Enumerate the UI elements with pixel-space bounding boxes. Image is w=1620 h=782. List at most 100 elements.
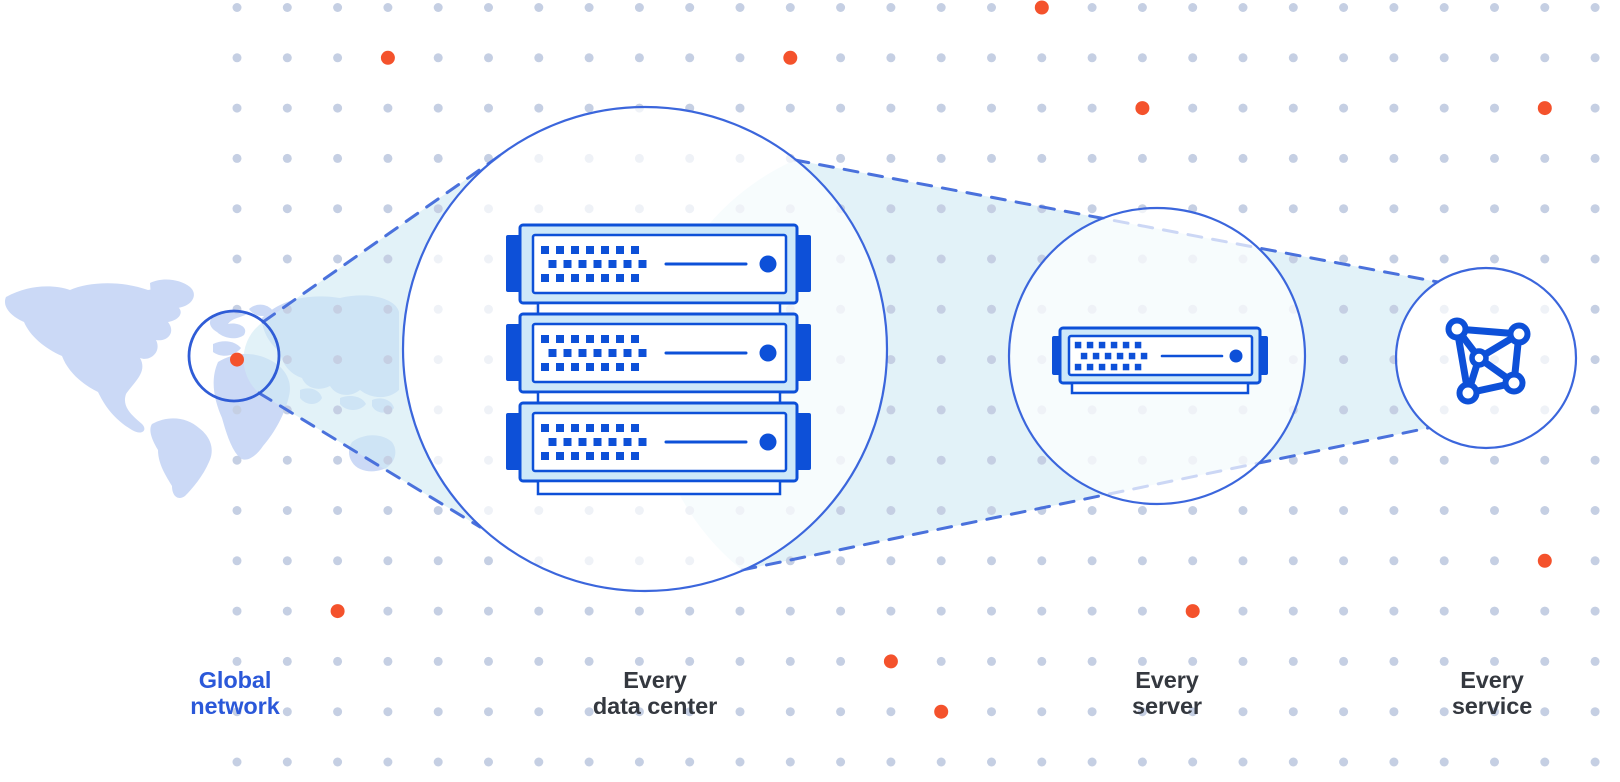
- background-dot: [333, 355, 343, 365]
- background-dot: [433, 204, 443, 214]
- background-dot: [836, 606, 846, 616]
- background-dot: [1490, 506, 1499, 515]
- accent-dot: [1537, 553, 1552, 568]
- stage-label-every-data-center: Every data center: [592, 667, 718, 719]
- background-dot: [1137, 556, 1147, 566]
- background-dot: [886, 53, 896, 63]
- led-dot: [1086, 341, 1094, 349]
- background-dot: [282, 606, 292, 616]
- led-dot: [1086, 363, 1094, 371]
- background-dot: [1037, 757, 1047, 767]
- background-dot: [1288, 556, 1298, 566]
- background-dot: [936, 204, 946, 214]
- background-dot: [1188, 707, 1198, 717]
- background-dot: [1389, 606, 1399, 616]
- background-dot: [282, 355, 292, 365]
- background-dot: [1590, 103, 1600, 113]
- background-dot: [1087, 204, 1097, 214]
- background-dot: [987, 304, 996, 314]
- background-dot: [1540, 455, 1550, 465]
- background-dot: [1137, 707, 1147, 717]
- background-dot: [1037, 455, 1047, 465]
- background-dot: [433, 656, 443, 666]
- background-dot: [433, 103, 443, 113]
- background-dot: [1590, 455, 1600, 465]
- dashed-line-bottom-right: [740, 426, 1430, 572]
- rack-base: [536, 479, 782, 496]
- background-dot: [1439, 204, 1449, 214]
- stage-label-every-server: Every server: [1132, 667, 1202, 719]
- background-dot: [1439, 53, 1449, 63]
- background-dot: [1087, 606, 1097, 616]
- background-dot: [383, 656, 393, 666]
- background-dot: [584, 606, 594, 616]
- accent-dot: [1185, 604, 1200, 619]
- background-dot: [1540, 3, 1550, 12]
- background-dot: [1137, 3, 1147, 12]
- background-dot: [634, 707, 644, 717]
- background-dot: [1339, 304, 1349, 314]
- background-dot: [886, 757, 896, 767]
- background-dot: [1087, 3, 1097, 12]
- background-dot: [584, 103, 594, 113]
- background-dot: [1389, 556, 1399, 566]
- background-dot: [1339, 355, 1349, 365]
- map-highlight-circle: [187, 309, 281, 403]
- background-dot: [634, 606, 644, 616]
- background-dot: [987, 656, 996, 666]
- background-dot: [1037, 53, 1047, 63]
- background-dot: [1540, 53, 1550, 63]
- background-dot: [836, 707, 846, 717]
- background-dot: [936, 3, 946, 12]
- background-dot: [735, 757, 745, 767]
- background-dot: [1037, 707, 1047, 717]
- led-dot: [1104, 352, 1112, 360]
- background-dot: [1339, 455, 1349, 465]
- background-dot: [1490, 707, 1499, 717]
- background-dot: [1037, 103, 1047, 113]
- background-dot: [333, 254, 343, 264]
- background-dot: [1339, 3, 1349, 12]
- accent-dot: [330, 604, 345, 619]
- background-dot: [232, 204, 242, 214]
- led-dot: [1134, 363, 1142, 371]
- background-dot: [1288, 153, 1298, 163]
- background-dot: [1389, 204, 1399, 214]
- accent-dot: [883, 654, 898, 669]
- background-dot: [836, 3, 846, 12]
- background-dot: [1590, 53, 1600, 63]
- led-dot: [1098, 363, 1106, 371]
- background-dot: [232, 3, 242, 12]
- background-dot: [936, 355, 946, 365]
- led-dot: [1140, 352, 1148, 360]
- background-dot: [987, 405, 996, 415]
- background-dot: [232, 405, 242, 415]
- background-dot: [433, 506, 443, 515]
- background-dot: [1238, 506, 1248, 515]
- background-dot: [987, 455, 996, 465]
- led-dot: [1074, 341, 1082, 349]
- background-dot: [936, 506, 946, 515]
- background-dot: [1288, 103, 1298, 113]
- accent-dot: [783, 50, 798, 65]
- background-dot: [1389, 506, 1399, 515]
- background-dot: [1339, 254, 1349, 264]
- background-dot: [433, 707, 443, 717]
- background-dot: [282, 153, 292, 163]
- background-dot: [1540, 656, 1550, 666]
- stage-label-every-service: Every service: [1451, 667, 1533, 719]
- background-dot: [1188, 506, 1198, 515]
- background-dot: [886, 103, 896, 113]
- background-dot: [685, 53, 695, 63]
- background-dot: [333, 153, 343, 163]
- background-dot: [886, 355, 896, 365]
- background-dot: [1490, 3, 1499, 12]
- accent-dot: [1537, 101, 1552, 116]
- background-dot: [987, 506, 996, 515]
- background-dot: [1389, 757, 1399, 767]
- background-dot: [484, 707, 493, 717]
- background-dot: [534, 3, 544, 12]
- background-dot: [1238, 656, 1248, 666]
- background-dot: [1439, 556, 1449, 566]
